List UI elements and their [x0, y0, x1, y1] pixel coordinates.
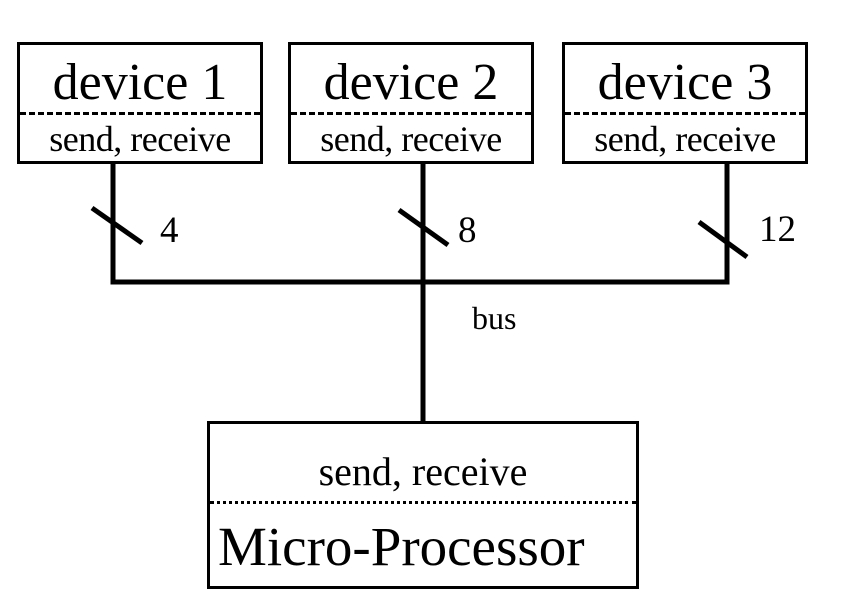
bus-label: bus: [472, 300, 517, 336]
device-1-bus-width: 4: [160, 210, 179, 251]
micro-processor-divider: [210, 501, 636, 504]
device-2-divider: [291, 112, 531, 115]
micro-processor-box: send, receive Micro-Processor: [207, 421, 639, 589]
device-2-width-slash: [397, 207, 450, 248]
device-2-bus-width: 8: [458, 210, 477, 251]
device-1-operations: send, receive: [49, 119, 231, 159]
device-3-box: device 3 send, receive: [562, 42, 808, 164]
device-3-divider: [565, 112, 805, 115]
device-3-width-slash: [697, 219, 749, 260]
device-1-box: device 1 send, receive: [17, 42, 263, 164]
device-2-name: device 2: [323, 54, 499, 111]
device-1-width-slash: [90, 205, 144, 246]
device-2-operations: send, receive: [320, 119, 502, 159]
micro-processor-operations: send, receive: [318, 449, 528, 494]
device-3-operations: send, receive: [594, 119, 776, 159]
device-3-bus-width: 12: [759, 209, 796, 250]
device-1-name: device 1: [52, 54, 228, 111]
device-1-divider: [20, 112, 260, 115]
device-2-box: device 2 send, receive: [288, 42, 534, 164]
device-3-name: device 3: [597, 54, 773, 111]
micro-processor-name: Micro-Processor: [218, 516, 585, 577]
